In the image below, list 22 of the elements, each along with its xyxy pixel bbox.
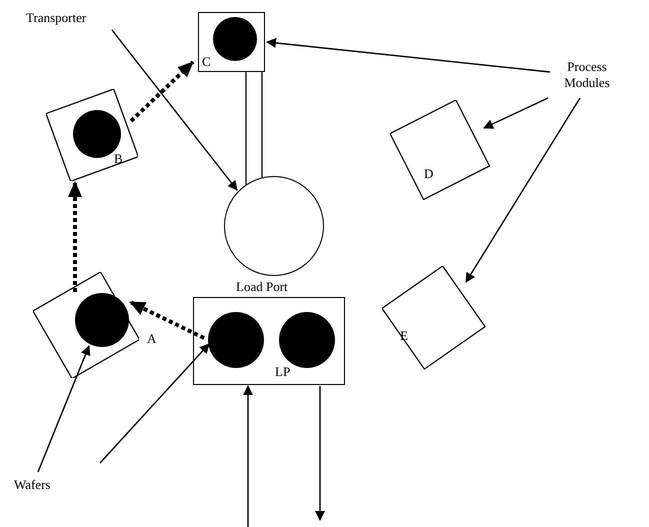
callout-label: Transporter xyxy=(26,10,86,26)
leader-arrow xyxy=(111,30,238,191)
port-letter: LP xyxy=(275,364,290,380)
module-letter: A xyxy=(146,330,156,347)
callout-label: Process Modules xyxy=(552,59,622,91)
transfer-arrow xyxy=(130,60,194,122)
process-module-box xyxy=(198,12,265,72)
module-letter: B xyxy=(114,150,123,167)
flow-arrow xyxy=(315,386,325,521)
leader-arrow xyxy=(99,343,210,464)
transfer-arrow xyxy=(68,181,82,292)
leader-arrow xyxy=(483,97,548,129)
callout-label: Wafers xyxy=(14,477,50,493)
leader-arrow xyxy=(266,38,550,73)
leader-arrow xyxy=(37,345,90,472)
leader-arrow xyxy=(465,98,581,283)
module-letter: D xyxy=(424,166,434,182)
transfer-arrow xyxy=(129,300,205,340)
wafer-disc xyxy=(213,17,257,61)
module-letter: C xyxy=(202,54,211,70)
flow-arrow xyxy=(243,385,253,527)
port-heading: Load Port xyxy=(236,279,288,295)
